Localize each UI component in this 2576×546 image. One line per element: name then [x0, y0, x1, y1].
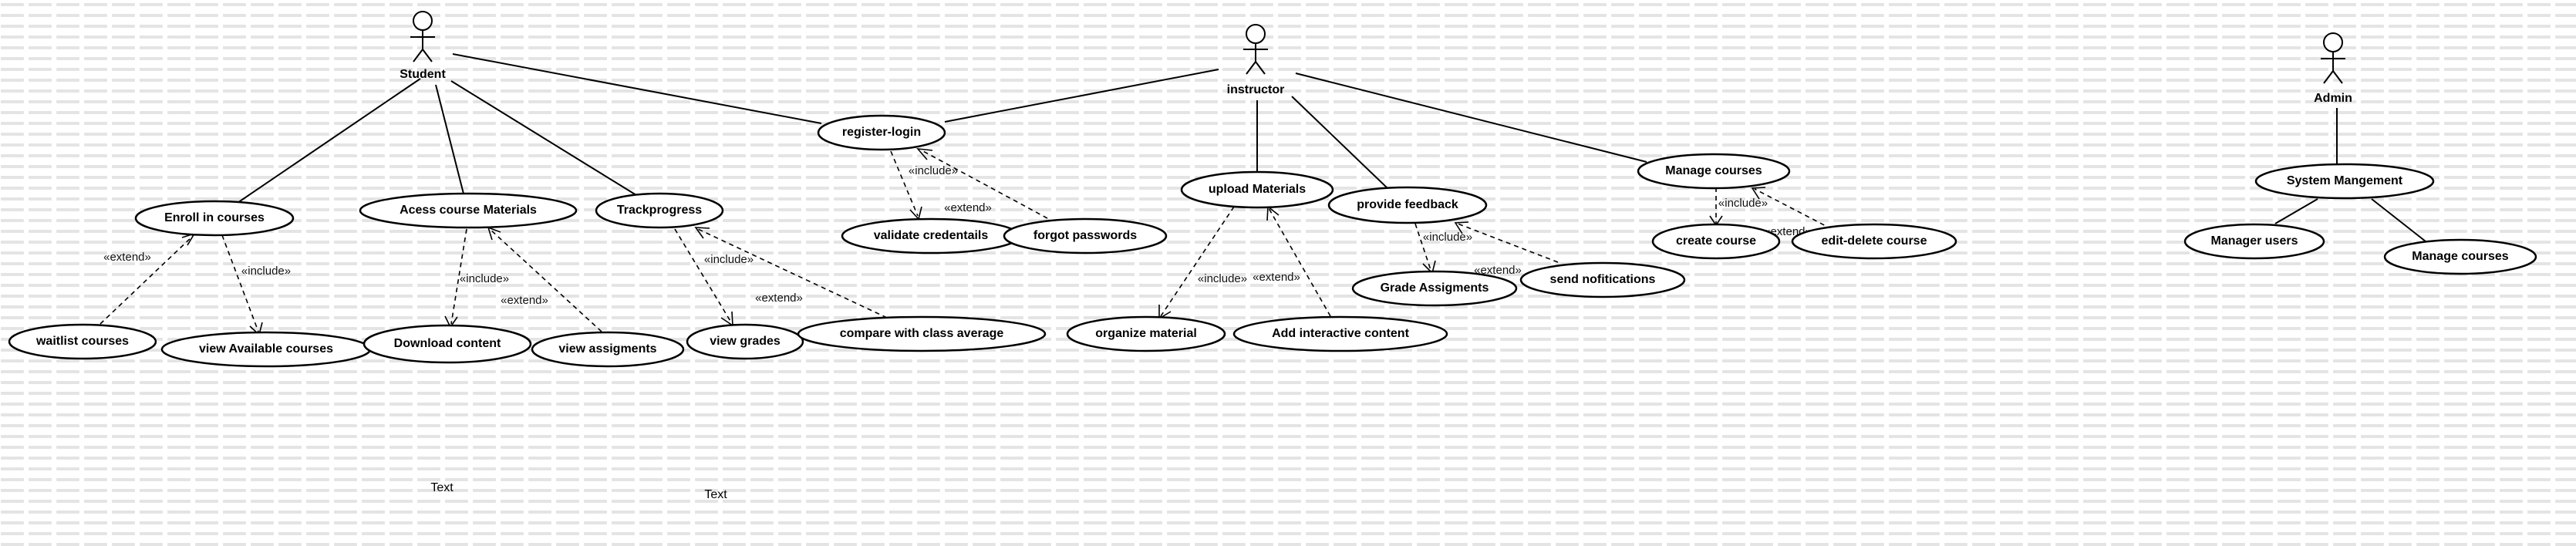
- use-case-label: Trackprogress: [617, 204, 702, 217]
- use-case-label: forgot passwords: [1033, 229, 1137, 242]
- actor-admin[interactable]: Admin: [2314, 32, 2352, 105]
- use-case-provide-feedback[interactable]: provide feedback: [1327, 186, 1488, 224]
- include-label-manage: «include»: [1718, 197, 1768, 210]
- use-case-label: waitlist courses: [35, 335, 129, 348]
- actor-label-student: Student: [400, 68, 446, 81]
- associations: [234, 53, 2426, 242]
- use-case-edit-delete-course[interactable]: edit-delete course: [1791, 223, 1957, 260]
- use-case-manage-courses-admin[interactable]: Manage courses: [2383, 238, 2537, 275]
- extend-label-compare: «extend»: [755, 292, 803, 305]
- use-case-grade-assignments[interactable]: Grade Assigments: [1351, 270, 1518, 307]
- use-case-label: edit-delete course: [1822, 234, 1927, 248]
- use-case-label: register-login: [842, 126, 921, 139]
- use-case-label: Manage courses: [2412, 250, 2508, 263]
- text-placeholder-2[interactable]: Text: [704, 488, 727, 501]
- use-case-label: send nofitications: [1550, 273, 1656, 286]
- use-case-label: create course: [1676, 234, 1756, 248]
- use-case-register-login[interactable]: register-login: [817, 114, 946, 151]
- use-case-label: view grades: [710, 335, 781, 348]
- actor-head-icon: [2323, 32, 2343, 52]
- use-case-track-progress[interactable]: Trackprogress: [595, 192, 724, 229]
- actor-head-icon: [1246, 24, 1266, 44]
- include-label-feedback: «include»: [1423, 231, 1472, 244]
- use-case-waitlist-courses[interactable]: waitlist courses: [8, 323, 157, 360]
- use-case-view-assignments[interactable]: view assigments: [531, 331, 685, 368]
- use-case-label: Manage courses: [1665, 164, 1762, 177]
- text-placeholder-1[interactable]: Text: [430, 481, 453, 494]
- use-case-label: Add interactive content: [1272, 327, 1409, 340]
- use-case-access-materials[interactable]: Acess course Materials: [359, 192, 578, 229]
- use-case-label: Enroll in courses: [164, 211, 265, 224]
- use-case-manage-courses-instructor[interactable]: Manage courses: [1637, 153, 1791, 190]
- include-label-enroll: «include»: [241, 265, 291, 278]
- actor-instructor[interactable]: instructor: [1227, 24, 1285, 96]
- use-case-enroll-courses[interactable]: Enroll in courses: [134, 200, 295, 237]
- use-case-organize-material[interactable]: organize material: [1066, 315, 1226, 352]
- extend-label-interactive: «extend»: [1253, 271, 1300, 284]
- extend-label-forgot: «extend»: [944, 201, 992, 214]
- use-case-label: Download content: [394, 337, 501, 350]
- use-case-create-course[interactable]: create course: [1651, 223, 1781, 260]
- use-case-label: organize material: [1095, 327, 1197, 340]
- extend-label-assigments: «extend»: [501, 294, 548, 307]
- use-case-upload-materials[interactable]: upload Materials: [1180, 170, 1334, 209]
- extend-label-notifications: «extend»: [1474, 264, 1522, 277]
- use-case-label: Acess course Materials: [400, 204, 537, 217]
- use-case-label: System Mangement: [2287, 174, 2403, 187]
- use-case-send-notifications[interactable]: send nofitications: [1519, 261, 1686, 298]
- use-case-manager-users[interactable]: Manager users: [2183, 223, 2325, 260]
- use-case-download-content[interactable]: Download content: [362, 324, 532, 364]
- use-case-label: provide feedback: [1357, 198, 1458, 211]
- use-case-forgot-passwords[interactable]: forgot passwords: [1003, 217, 1168, 254]
- use-case-view-available-courses[interactable]: view Available courses: [160, 331, 372, 368]
- include-label-upload: «include»: [1198, 272, 1247, 285]
- actor-label-admin: Admin: [2314, 92, 2352, 105]
- use-case-label: upload Materials: [1209, 183, 1306, 196]
- use-case-label: Manager users: [2211, 234, 2298, 248]
- include-label-track: «include»: [704, 253, 754, 266]
- use-case-label: Grade Assigments: [1381, 281, 1489, 295]
- use-case-compare-class-average[interactable]: compare with class average: [797, 315, 1047, 352]
- extend-label-waitlist: «extend»: [103, 251, 151, 264]
- use-case-validate-credentials[interactable]: validate credentails: [841, 217, 1021, 254]
- actor-head-icon: [413, 11, 433, 31]
- relation-labels: «include» «extend» «extend» «include» «i…: [103, 164, 1812, 307]
- use-case-add-interactive-content[interactable]: Add interactive content: [1232, 315, 1448, 352]
- include-label-materials: «include»: [460, 272, 509, 285]
- include-label-login: «include»: [909, 164, 958, 177]
- use-case-label: view assigments: [558, 342, 656, 356]
- use-case-label: compare with class average: [840, 327, 1004, 340]
- use-case-system-management[interactable]: System Mangement: [2254, 163, 2435, 200]
- use-case-view-grades[interactable]: view grades: [686, 323, 804, 360]
- actor-label-instructor: instructor: [1227, 83, 1285, 96]
- use-case-label: validate credentails: [874, 229, 989, 242]
- use-case-label: view Available courses: [199, 342, 333, 356]
- actor-student[interactable]: Student: [400, 11, 446, 81]
- dependencies: [99, 147, 1833, 336]
